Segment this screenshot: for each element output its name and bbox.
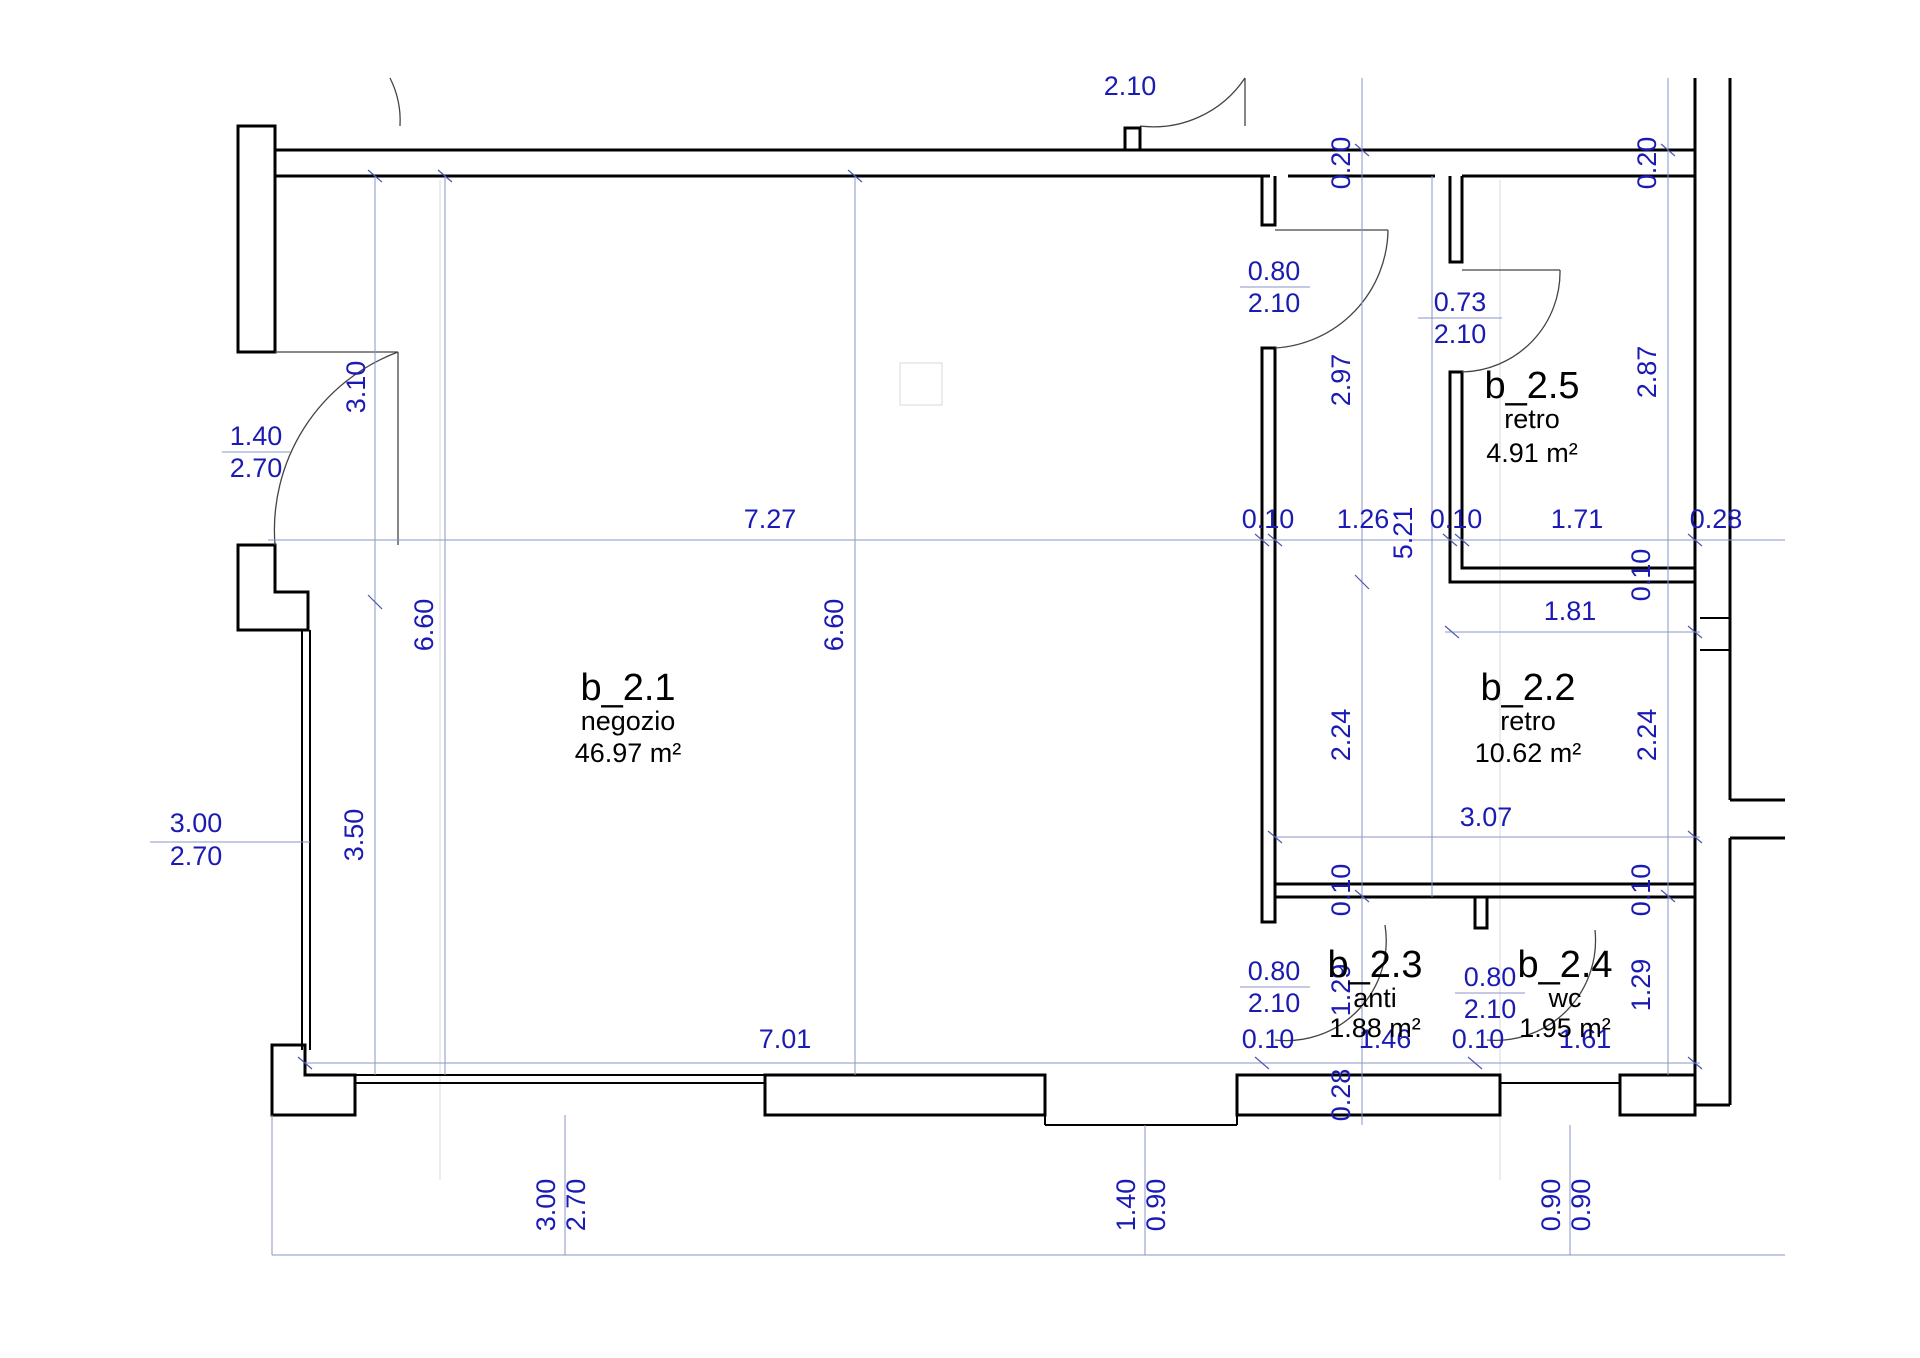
- background-ghost-lines: [439, 180, 1501, 1180]
- dimension-lines: [150, 78, 1785, 1256]
- opening-glazing-width: 3.00: [170, 808, 223, 838]
- door-west-swing: [273, 351, 399, 546]
- dim-v-1-29-a: 1.29: [1326, 964, 1356, 1017]
- room-b2-1: b_2.1 negozio 46.97 m²: [575, 667, 682, 768]
- room-name: negozio: [581, 706, 676, 736]
- dim-v-0-10-c: 0.10: [1626, 864, 1656, 917]
- room-code: b_2.4: [1517, 944, 1612, 986]
- dim-v-0-20-a: 0.20: [1326, 137, 1356, 190]
- room-code: b_2.1: [580, 667, 675, 709]
- dim-v-3-50: 3.50: [339, 809, 369, 862]
- door-top-swing: [1139, 77, 1246, 128]
- dim-v-5-21: 5.21: [1388, 507, 1418, 560]
- door-swings: [273, 77, 1597, 1042]
- opening-retro-width: 0.80: [1248, 256, 1301, 286]
- room-name: wc: [1548, 983, 1582, 1013]
- opening-south-b-width: 1.40: [1111, 1179, 1141, 1232]
- opening-retro-height: 2.10: [1248, 288, 1301, 318]
- dim-v-6-60-a: 6.60: [409, 599, 439, 652]
- dim-v-2-87: 2.87: [1632, 346, 1662, 399]
- room-name: anti: [1353, 983, 1397, 1013]
- opening-west-width: 1.40: [230, 421, 283, 451]
- room-area: 10.62 m²: [1475, 738, 1582, 768]
- opening-b25-width: 0.73: [1434, 287, 1487, 317]
- opening-wc-height: 2.10: [1464, 994, 1517, 1024]
- dim-h-3-07: 3.07: [1460, 802, 1513, 832]
- room-area: 1.88 m²: [1329, 1013, 1421, 1043]
- room-area: 1.95 m²: [1519, 1013, 1611, 1043]
- dim-h-1-71: 1.71: [1551, 504, 1604, 534]
- room-name: retro: [1500, 706, 1556, 736]
- door-anti-swing: [1274, 924, 1387, 1042]
- door-wc-swing: [1486, 929, 1597, 1042]
- room-b2-4: b_2.4 wc 1.95 m²: [1517, 944, 1612, 1043]
- opening-south-b-height: 0.90: [1141, 1179, 1171, 1232]
- opening-south-a-height: 2.70: [561, 1179, 591, 1232]
- dim-v-1-29-b: 1.29: [1626, 959, 1656, 1012]
- dim-h-0-28: 0.28: [1690, 504, 1743, 534]
- opening-b25-height: 2.10: [1434, 319, 1487, 349]
- dim-v-6-60-b: 6.60: [819, 599, 849, 652]
- dim-v-0-28: 0.28: [1326, 1069, 1356, 1122]
- dim-v-2-24-a: 2.24: [1326, 709, 1356, 762]
- opening-south-c-height: 0.90: [1566, 1179, 1596, 1232]
- dim-v-3-10: 3.10: [341, 361, 371, 414]
- opening-wc-width: 0.80: [1464, 962, 1517, 992]
- opening-glazing-height: 2.70: [170, 841, 223, 871]
- room-code: b_2.3: [1327, 944, 1422, 986]
- room-b2-3: b_2.3 anti 1.88 m²: [1327, 944, 1422, 1043]
- door-retro-swing: [1274, 229, 1389, 349]
- top-opening-height: 2.10: [1104, 71, 1157, 101]
- opening-south-c-width: 0.90: [1536, 1179, 1566, 1232]
- dim-h-1-26: 1.26: [1337, 504, 1390, 534]
- opening-anti-height: 2.10: [1248, 988, 1301, 1018]
- dimension-labels: 2.10 7.27 0.10 1.26 0.10 1.71 0.28 1.81 …: [170, 71, 1743, 1231]
- dim-h-1-81: 1.81: [1544, 596, 1597, 626]
- room-area: 46.97 m²: [575, 738, 682, 768]
- room-area: 4.91 m²: [1486, 438, 1578, 468]
- dim-h-7-01: 7.01: [759, 1024, 812, 1054]
- opening-anti-width: 0.80: [1248, 956, 1301, 986]
- dim-h-0-10-c: 0.10: [1242, 1024, 1295, 1054]
- dim-v-0-10-b: 0.10: [1326, 864, 1356, 917]
- dim-h-0-10-b: 0.10: [1430, 504, 1483, 534]
- room-b2-5: b_2.5 retro 4.91 m²: [1484, 365, 1579, 468]
- room-name: retro: [1504, 404, 1560, 434]
- walls: [236, 78, 1785, 1126]
- door-top-left-swing: [389, 77, 401, 127]
- dim-h-0-10-a: 0.10: [1242, 504, 1295, 534]
- room-code: b_2.2: [1480, 667, 1575, 709]
- opening-south-a-width: 3.00: [531, 1179, 561, 1232]
- dim-v-2-24-b: 2.24: [1632, 709, 1662, 762]
- dim-h-0-10-d: 0.10: [1452, 1024, 1505, 1054]
- dim-h-7-27: 7.27: [744, 504, 797, 534]
- room-code: b_2.5: [1484, 365, 1579, 407]
- dim-v-2-97: 2.97: [1326, 354, 1356, 407]
- opening-west-height: 2.70: [230, 453, 283, 483]
- dim-v-0-20-b: 0.20: [1632, 137, 1662, 190]
- dim-h-1-61: 1.61: [1559, 1024, 1612, 1054]
- dim-h-1-46: 1.46: [1359, 1024, 1412, 1054]
- dim-v-0-10-a: 0.10: [1626, 549, 1656, 602]
- room-b2-2: b_2.2 retro 10.62 m²: [1475, 667, 1582, 768]
- dimension-ticks: [297, 143, 1703, 1070]
- door-b25-swing: [1461, 269, 1561, 373]
